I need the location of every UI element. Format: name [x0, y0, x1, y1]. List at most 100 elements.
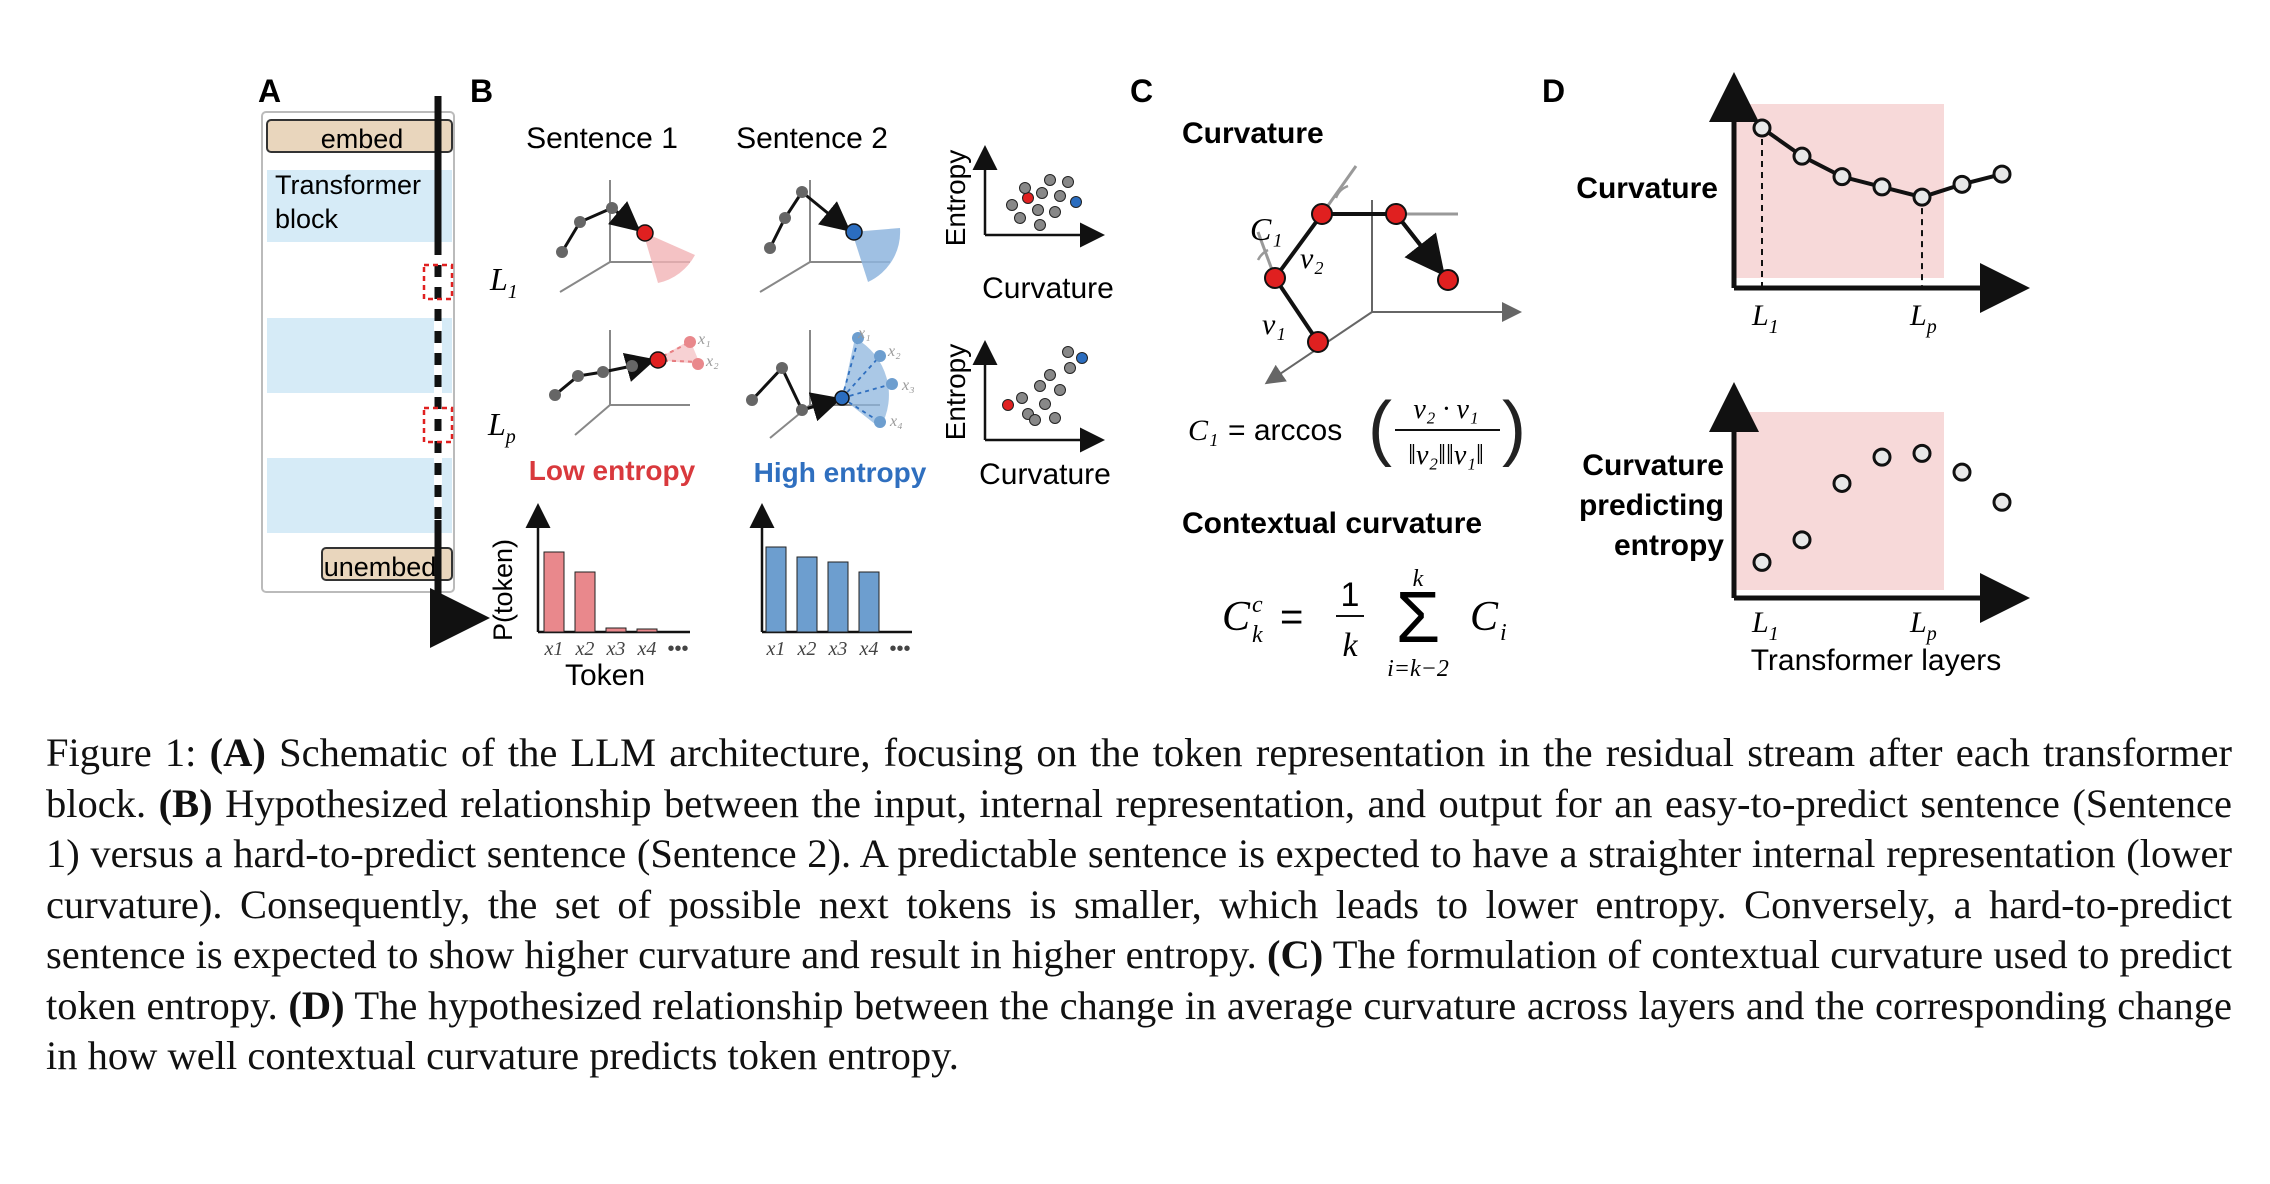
data-point: [1832, 167, 1852, 187]
svg-text:x₂: x₂: [887, 343, 901, 360]
data-point: [1992, 492, 2012, 512]
data-point: [1752, 118, 1772, 138]
scatter-lp-xlabel: Curvature: [979, 458, 1111, 491]
svg-text:(: (: [1368, 388, 1392, 468]
caption-b-tag: (B): [158, 780, 213, 826]
x-tick-label: x3: [828, 638, 848, 660]
svg-text:= arccos: = arccos: [1228, 414, 1342, 447]
bar: [574, 571, 596, 633]
x-tick-label: x4: [859, 638, 879, 660]
block-label-2: block: [275, 204, 339, 234]
predicting-points: [1752, 443, 2012, 572]
panel-d: D Curvature L1 Lp Curvature predicting e…: [1542, 72, 2030, 677]
svg-text:‖v₂‖‖v₁‖: ‖v₂‖‖v₁‖: [1408, 440, 1484, 471]
data-point: [1792, 146, 1812, 166]
curvature-formula: C₁ = arccos ( v₂ · v₁ ‖v₂‖‖v₁‖ ): [1188, 388, 1526, 471]
d-top-ylabel: Curvature: [1576, 172, 1718, 205]
svg-text:x₁: x₁: [857, 325, 871, 342]
caption-d-text: The hypothesized relationship between th…: [46, 982, 2232, 1079]
d-bottom-l1: L1: [1751, 606, 1779, 645]
svg-text:x₄: x₄: [889, 413, 903, 430]
x-tick-label: x4: [637, 638, 657, 660]
x-tick-label: •••: [889, 638, 910, 660]
s1-l1-trajectory: [556, 180, 695, 293]
bar: [827, 561, 849, 633]
scatter-l1: Entropy Curvature: [940, 145, 1114, 305]
svg-text:c: c: [1252, 592, 1263, 618]
svg-text:): ): [1502, 388, 1526, 468]
d-bottom-lp: Lp: [1909, 606, 1937, 645]
data-point: [1992, 164, 2012, 184]
data-point: [1952, 174, 1972, 194]
panel-c: C Curvature C₁ v₂ v₁ C₁ = arccos (: [1130, 73, 1526, 682]
svg-text:1: 1: [1341, 576, 1360, 614]
s2-l1-trajectory: [759, 180, 901, 293]
svg-text:v₂ · v₁: v₂ · v₁: [1413, 394, 1478, 425]
block-label-1: Transformer: [275, 170, 421, 200]
caption-a-tag: (A): [209, 730, 266, 775]
d-top-l1: L1: [1751, 299, 1779, 338]
bar: [796, 556, 818, 633]
unembed-label: unembed: [324, 552, 437, 582]
ptoken-label: P(token): [488, 539, 518, 641]
panel-b: B Sentence 1 Sentence 2 L1 Lp: [470, 73, 1114, 692]
sentence-2-label: Sentence 2: [736, 122, 888, 155]
scatter-l1-xlabel: Curvature: [982, 272, 1114, 305]
layer-1-label: L1: [489, 261, 518, 303]
d-bottom-ylabel-3: entropy: [1614, 529, 1724, 562]
panel-b-letter: B: [470, 73, 493, 109]
s2-lp-trajectory: x₁ x₂ x₃ x₄: [746, 325, 915, 439]
svg-text:k: k: [1342, 627, 1358, 664]
panel-c-letter: C: [1130, 73, 1153, 109]
caption-c-tag: (C): [1267, 932, 1324, 977]
contextual-curvature-formula: C c k = 1 k Σ k i=k−2 C i: [1222, 566, 1507, 682]
caption-a-text: Schematic of the LLM architecture, focus…: [46, 730, 2233, 826]
x-tick-label: •••: [667, 638, 688, 660]
x-tick-label: x1: [544, 638, 564, 660]
high-entropy-label: High entropy: [754, 457, 927, 488]
sentence-1-label: Sentence 1: [526, 122, 678, 155]
bar: [765, 546, 787, 633]
transformer-block-3: [267, 458, 452, 533]
data-point: [1792, 530, 1812, 550]
bar: [636, 628, 658, 633]
data-point: [1872, 447, 1892, 467]
sum-top: k: [1413, 566, 1424, 592]
token-rep-marker-1: [422, 263, 454, 301]
data-point: [1832, 473, 1852, 493]
sum-bottom: i=k−2: [1387, 656, 1449, 682]
c1-label: C₁: [1250, 211, 1282, 247]
x-tick-label: x1: [766, 638, 786, 660]
bar: [605, 627, 627, 633]
svg-text:=: =: [1280, 595, 1303, 639]
scatter-lp: Entropy Curvature: [940, 340, 1111, 491]
embed-box: [266, 119, 453, 153]
transformer-block-1: [267, 170, 452, 242]
d-top-lp: Lp: [1909, 299, 1937, 338]
data-point: [1952, 462, 1972, 482]
data-point: [1872, 177, 1892, 197]
data-point: [1912, 443, 1932, 463]
embed-label: embed: [321, 124, 404, 154]
d-bottom-ylabel-1: Curvature: [1582, 449, 1724, 482]
svg-text:C₁: C₁: [1188, 414, 1218, 447]
unembed-box: [321, 547, 453, 581]
svg-text:C: C: [1470, 594, 1499, 640]
low-entropy-label: Low entropy: [529, 455, 696, 486]
caption-d-tag: (D): [288, 982, 345, 1028]
panel-a-letter: A: [258, 73, 281, 109]
scatter-lp-ylabel: Entropy: [940, 344, 971, 441]
svg-text:k: k: [1252, 622, 1263, 648]
panel-a: A embed Transformer block unembed: [258, 73, 490, 648]
panel-d-letter: D: [1542, 73, 1565, 109]
v2-label: v₂: [1300, 242, 1324, 275]
d-xlabel: Transformer layers: [1751, 644, 2002, 677]
v1-label: v₁: [1262, 308, 1286, 341]
caption-b-text: Hypothesized relationship between the in…: [46, 780, 2232, 978]
token-label: Token: [565, 659, 645, 692]
curvature-title: Curvature: [1182, 117, 1324, 150]
data-point: [1912, 187, 1932, 207]
